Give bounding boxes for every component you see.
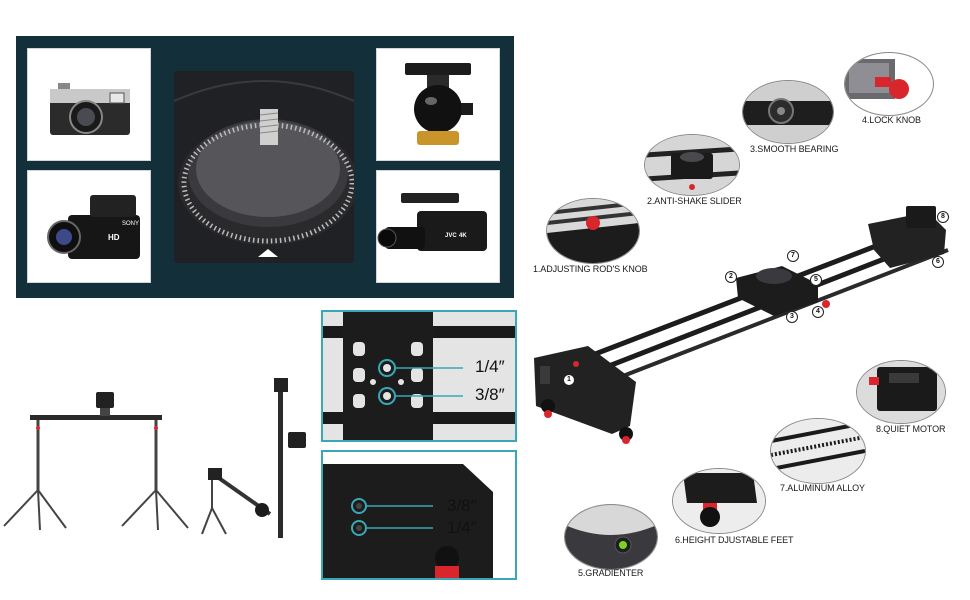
feet-icon: [673, 469, 765, 533]
feature-label-6: 6.HEIGHT DJUSTABLE FEET: [675, 535, 794, 545]
camcorder-brand-text: SONY: [122, 221, 140, 227]
aluminum-alloy-callout: [770, 418, 866, 484]
smooth-bearing-callout: [742, 80, 834, 144]
vertical-slider-illustration: [201, 378, 306, 538]
feature-marker-5: 5: [810, 274, 822, 286]
level-bubble-icon: [565, 505, 657, 569]
feature-marker-1: 1: [563, 374, 575, 386]
plate-holes-illustration: [323, 312, 515, 440]
camera-icon: [50, 83, 130, 135]
thread-size-label-bottom-a: 3/8″: [447, 496, 477, 515]
feature-marker-4: 4: [812, 306, 824, 318]
rod-knob-icon: [547, 199, 639, 263]
feature-label-2: 2.ANTI-SHAKE SLIDER: [647, 196, 742, 206]
feature-label-5: 5.GRADIENTER: [578, 568, 644, 578]
camera-thumbnail: [27, 48, 151, 161]
ballhead-thumbnail: [376, 48, 500, 161]
anti-shake-icon: [645, 135, 739, 195]
feature-label-8: 8.QUIET MOTOR: [876, 424, 946, 434]
pro-camcorder-icon: [377, 193, 487, 251]
lock-knob-icon: [845, 59, 909, 99]
ballhead-icon: [405, 63, 473, 145]
pro-camcorder-brand-text: JVC: [445, 233, 457, 239]
thread-size-label-bottom-b: 1/4″: [447, 518, 477, 537]
slider-on-two-tripods-scene: [0, 378, 200, 538]
thread-size-label-top-a: 1/4″: [475, 357, 505, 376]
feature-marker-6: 6: [932, 256, 944, 268]
mounting-plate-closeup: [174, 71, 354, 263]
camcorder-hd-text: HD: [108, 233, 120, 242]
belt-icon: [771, 419, 865, 483]
feature-marker-8: 8: [937, 211, 949, 223]
motor-icon: [857, 361, 945, 423]
top-plate-thread-closeup: 1/4″ 3/8″: [321, 310, 517, 442]
feature-marker-3: 3: [786, 311, 798, 323]
two-tripods-illustration: [3, 392, 189, 531]
feature-label-7: 7.ALUMINUM ALLOY: [780, 483, 865, 493]
feature-marker-7: 7: [787, 250, 799, 262]
bottom-plate-thread-closeup: 3/8″ 1/4″: [321, 450, 517, 580]
bearing-icon: [743, 81, 833, 143]
camera-slider-product: 1 2 3 4 5 6 7 8: [528, 206, 953, 446]
feature-marker-2: 2: [725, 271, 737, 283]
lock-knob-callout: [844, 52, 934, 116]
feature-label-3: 3.SMOOTH BEARING: [750, 144, 839, 154]
camcorder-thumbnail: HD SONY: [27, 170, 151, 283]
vertical-slider-scene: [200, 376, 310, 546]
adjustable-feet-callout: [672, 468, 766, 534]
camcorder-icon: [47, 195, 140, 259]
camera-slider-illustration: [534, 206, 949, 444]
base-holes-illustration: [323, 452, 515, 578]
quiet-motor-callout: [856, 360, 946, 424]
anti-shake-slider-callout: [644, 134, 740, 196]
feature-label-1: 1.ADJUSTING ROD'S KNOB: [533, 264, 648, 274]
gradienter-callout: [564, 504, 658, 570]
pro-camcorder-thumbnail: JVC 4K: [376, 170, 500, 283]
adjusting-rod-knob-callout: [546, 198, 640, 264]
thread-size-label-top-b: 3/8″: [475, 385, 505, 404]
pro-camcorder-badge-text: 4K: [459, 233, 467, 239]
feature-label-4: 4.LOCK KNOB: [862, 115, 921, 125]
mounting-plate-image: [174, 71, 354, 263]
